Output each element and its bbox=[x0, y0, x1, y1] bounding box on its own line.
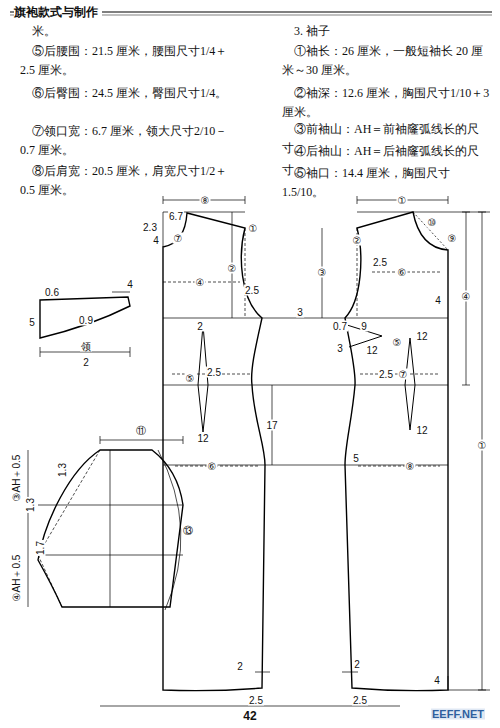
sleeve-piece bbox=[38, 450, 183, 607]
dimension-label: ⑦ bbox=[173, 233, 184, 244]
hem-marks bbox=[248, 672, 448, 696]
dimension-label: 0.6 bbox=[44, 287, 60, 298]
dimension-label: ⑪ bbox=[135, 425, 147, 436]
dimension-label: 12 bbox=[365, 345, 378, 356]
spec-text: ⑥后臀围：24.5 厘米，臀围尺寸1/4。 bbox=[20, 84, 242, 103]
dimension-label: 2.5 bbox=[206, 367, 222, 378]
dimension-label: 2.3 bbox=[142, 222, 158, 233]
dimension-label: ⑤ bbox=[185, 373, 196, 384]
dimension-label: 1.7 bbox=[35, 540, 46, 556]
spec-text: ②袖深：12.6 厘米，胸围尺寸1/10＋3 厘米。 bbox=[282, 84, 492, 122]
page-number: 42 bbox=[242, 711, 257, 722]
construction-lines bbox=[163, 212, 448, 466]
dimension-label: 4 bbox=[126, 279, 134, 290]
collar-dim bbox=[40, 352, 130, 353]
dimension-label: 9 bbox=[360, 321, 368, 332]
dimension-label: ⑩ bbox=[427, 217, 438, 228]
dimension-label: ② bbox=[352, 235, 363, 246]
dimension-label: 4 bbox=[433, 675, 441, 686]
dimension-label: 2 bbox=[82, 357, 90, 368]
dimension-label: 2.5 bbox=[244, 285, 260, 296]
dimension-label: ③AH＋0.5 bbox=[11, 454, 22, 503]
dimension-label: 4 bbox=[152, 235, 160, 246]
dimension-lines bbox=[163, 196, 490, 690]
dimension-label: ⑤ bbox=[392, 337, 403, 348]
dimension-label: 2.5 bbox=[352, 695, 368, 706]
watermark: EEFF.NET bbox=[431, 709, 485, 720]
spec-text: 米。 bbox=[20, 22, 242, 41]
back-dart bbox=[198, 325, 208, 432]
back-piece bbox=[163, 213, 265, 691]
front-piece bbox=[345, 212, 448, 691]
dimension-label: 6.7 bbox=[168, 211, 184, 222]
dimension-label: 2.5 bbox=[248, 695, 264, 706]
dimension-label: ① bbox=[477, 440, 488, 451]
dimension-label: ⑬ bbox=[182, 525, 194, 536]
dimension-label: 12 bbox=[196, 433, 209, 444]
dimension-label: ⑧ bbox=[200, 195, 211, 206]
dimension-label: ⑧ bbox=[405, 461, 416, 472]
dimension-label: ⑥ bbox=[397, 267, 408, 278]
dimension-label: 12 bbox=[415, 331, 428, 342]
spec-text: ①袖长：26 厘米，一般短袖长 20 厘米～30 厘米。 bbox=[282, 42, 492, 80]
dimension-label: 0.7 bbox=[332, 321, 348, 332]
collar-dim bbox=[112, 292, 130, 293]
dimension-label: 4 bbox=[434, 295, 442, 306]
dimension-label: 2 bbox=[353, 659, 361, 670]
dimension-label: ① bbox=[248, 223, 259, 234]
dimension-label: 领 bbox=[80, 341, 92, 352]
dimension-label: 0.9 bbox=[78, 315, 94, 326]
spec-text: ⑤后腰围：21.5 厘米，腰围尺寸1/4＋2.5 厘米。 bbox=[20, 42, 242, 80]
dimension-label: 5 bbox=[28, 317, 36, 328]
dimension-label: 3 bbox=[336, 343, 344, 354]
sleeve-cuff-dim bbox=[158, 450, 181, 610]
running-header: 旗袍款式与制作 bbox=[14, 4, 102, 21]
dimension-label: ⑦ bbox=[398, 369, 409, 380]
dimension-label: ⑥ bbox=[207, 461, 218, 472]
dimension-label: 2 bbox=[236, 661, 244, 672]
collar-piece bbox=[40, 297, 130, 338]
dimension-label: 3 bbox=[296, 307, 304, 318]
spec-text: 3. 袖子 bbox=[282, 22, 492, 41]
dimension-label: ③ bbox=[317, 267, 328, 278]
dimension-label: ④ bbox=[461, 291, 472, 302]
dimension-label: ⑨ bbox=[447, 233, 458, 244]
dimension-label: 1.3 bbox=[25, 497, 36, 513]
dimension-label: ② bbox=[227, 263, 238, 274]
dimension-label: 2.5 bbox=[372, 257, 388, 268]
dimension-label: 1.3 bbox=[57, 462, 68, 478]
dimension-label: 12 bbox=[415, 425, 428, 436]
dimension-label: 17 bbox=[265, 420, 278, 431]
spec-text: ⑤袖口：14.4 厘米，胸围尺寸1.5/10。 bbox=[282, 164, 492, 202]
dimension-label: ④AH＋0.5 bbox=[11, 554, 22, 603]
dimension-label: 5 bbox=[352, 453, 360, 464]
spec-text: ⑦领口宽：6.7 厘米，领大尺寸2/10－0.7 厘米。 bbox=[20, 122, 242, 160]
front-dart bbox=[405, 338, 415, 430]
dimension-label: 2.5 bbox=[378, 369, 394, 380]
sleeve-grid bbox=[28, 436, 183, 607]
dimension-label: 2 bbox=[196, 321, 204, 332]
dimension-label: ④ bbox=[195, 277, 206, 288]
dimension-label: ① bbox=[397, 195, 408, 206]
footer-rule bbox=[100, 706, 400, 707]
